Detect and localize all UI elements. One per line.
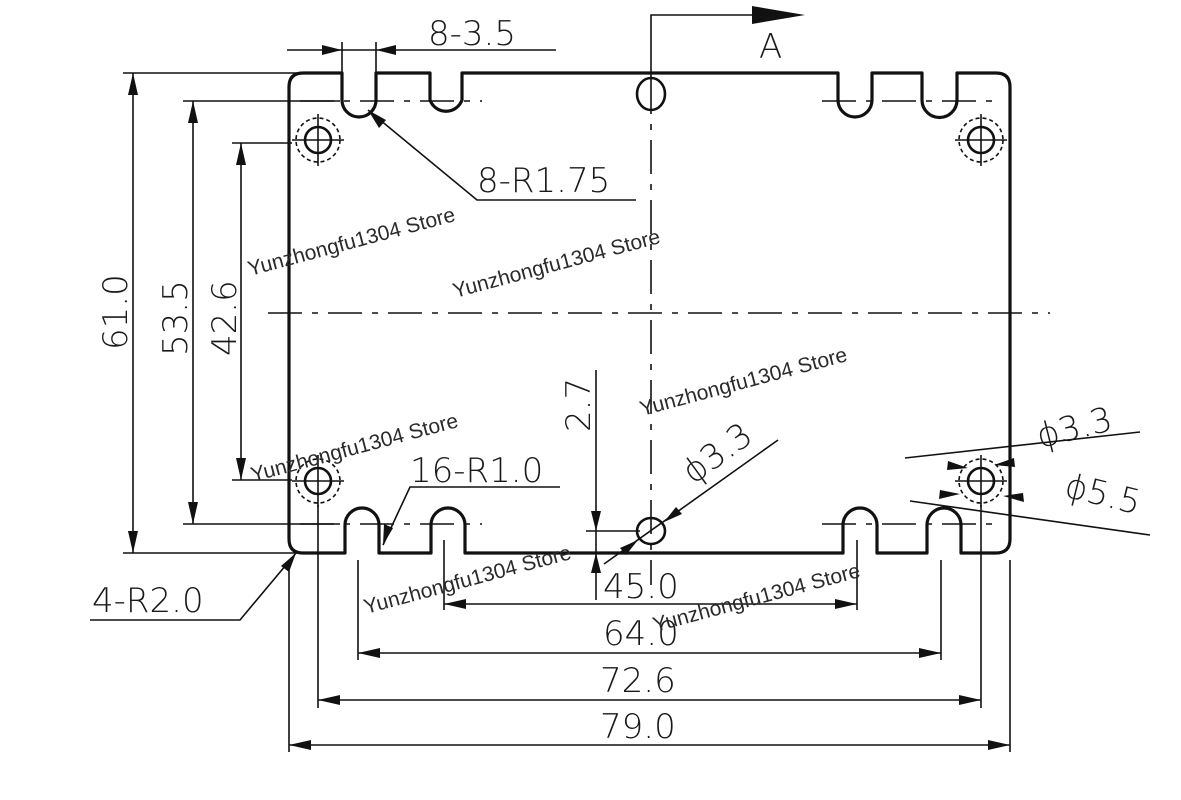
dim-hole-dia-center-label: ϕ3.3: [675, 415, 760, 492]
dimension-slot-radius-bottom: 16-R1.0: [382, 451, 560, 546]
dim-width-holes-label: 72.6: [600, 661, 676, 701]
section-line: [650, 14, 780, 80]
dimension-width-holes: 72.6: [317, 505, 982, 708]
dim-height-holes-label: 42.6: [205, 280, 245, 356]
dim-slot-width-label: 8-3.5: [428, 14, 516, 54]
dim-height-inner-label: 53.5: [156, 280, 196, 356]
dimension-height-overall: 61.0: [96, 72, 300, 554]
hole-top-right: [955, 114, 1007, 166]
watermark-text: Yunzhongfu1304 Store: [650, 559, 862, 637]
section-label: A: [759, 27, 782, 67]
dimension-width-slots-inner: 45.0: [443, 540, 858, 610]
hole-top-center: [635, 76, 667, 112]
dimension-height-holes: 42.6: [205, 142, 292, 481]
dimension-hole-dia-center: ϕ3.3: [603, 415, 779, 565]
dim-counterbore-dia-label: ϕ5.5: [1061, 466, 1145, 523]
watermark-layer: Yunzhongfu1304 Store Yunzhongfu1304 Stor…: [245, 203, 862, 637]
dim-slot-radius-bottom-label: 16-R1.0: [410, 451, 543, 491]
dim-hole-dia-corner-label: ϕ3.3: [1033, 399, 1117, 456]
dimension-corner-radius: 4-R2.0: [90, 552, 297, 621]
dim-height-overall-label: 61.0: [96, 274, 136, 350]
section-arrow-icon: [752, 6, 805, 24]
dim-offset-small-label: 2.7: [559, 378, 599, 432]
dim-width-overall-label: 79.0: [600, 707, 676, 747]
hole-bottom-left: [292, 455, 344, 507]
dimension-height-inner: 53.5: [156, 100, 340, 525]
dimension-slot-width: 8-3.5: [287, 14, 556, 72]
watermark-text: Yunzhongfu1304 Store: [245, 203, 457, 281]
dim-slot-radius-top-label: 8-R1.75: [477, 161, 610, 201]
dim-corner-radius-label: 4-R2.0: [92, 581, 204, 621]
dimension-width-overall: 79.0: [288, 560, 1011, 752]
watermark-text: Yunzhongfu1304 Store: [637, 343, 849, 421]
dim-width-slots-outer-label: 64.0: [603, 614, 679, 654]
dim-width-slots-inner-label: 45.0: [603, 567, 679, 607]
hole-top-left: [292, 114, 344, 166]
plate-outline: [287, 71, 1012, 555]
dimension-slot-radius-top: 8-R1.75: [367, 109, 636, 201]
dimension-hole-dia-corner: ϕ3.3 ϕ5.5: [904, 399, 1151, 536]
watermark-text: Yunzhongfu1304 Store: [450, 225, 662, 303]
hole-bottom-right: [955, 455, 1007, 507]
dimension-width-slots-outer: 64.0: [357, 560, 942, 660]
dimension-offset-small: 2.7: [559, 370, 640, 600]
